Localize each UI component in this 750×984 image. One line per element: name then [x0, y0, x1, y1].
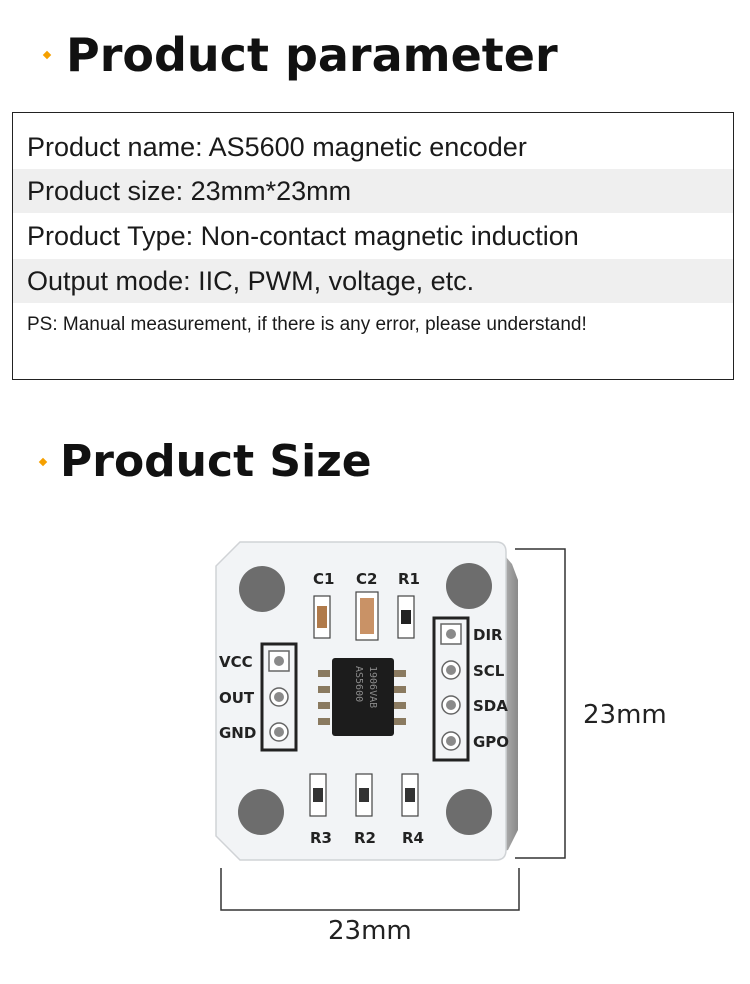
label-gpo: GPO: [473, 733, 509, 751]
label-out: OUT: [219, 689, 255, 707]
label-r2: R2: [354, 829, 376, 847]
label-sda: SDA: [473, 697, 508, 715]
parameter-row-name: Product name: AS5600 magnetic encoder: [27, 132, 527, 162]
right-header: [432, 616, 470, 762]
label-r4: R4: [402, 829, 424, 847]
mount-hole-top-left: [239, 566, 285, 612]
chip-label-1: AS5600: [353, 666, 364, 702]
parameter-heading: Product parameter: [42, 28, 558, 82]
label-c1: C1: [313, 570, 334, 588]
height-dimension-line: [515, 548, 566, 859]
as5600-chip: AS5600 1906VAB: [318, 658, 406, 736]
label-gnd: GND: [219, 724, 256, 742]
mount-hole-bottom-right: [446, 789, 492, 835]
label-r1: R1: [398, 570, 420, 588]
height-dimension-label: 23mm: [583, 700, 667, 730]
parameter-table: Product name: AS5600 magnetic encoder Pr…: [12, 112, 734, 380]
label-dir: DIR: [473, 626, 503, 644]
parameter-heading-text: Product parameter: [66, 28, 558, 82]
top-components: [313, 591, 415, 641]
label-r3: R3: [310, 829, 332, 847]
label-c2: C2: [356, 570, 377, 588]
mount-hole-top-right: [446, 563, 492, 609]
width-dimension-line: [220, 868, 520, 911]
chip-label-2: 1906VAB: [367, 666, 378, 708]
width-dimension-label: 23mm: [328, 916, 412, 946]
left-header: [260, 642, 298, 752]
board-illustration: AS5600 1906VAB C1 C2 R1 R3 R2 R4 VCC OUT…: [215, 541, 566, 911]
mount-hole-bottom-left: [238, 789, 284, 835]
bottom-components: [309, 773, 419, 817]
parameter-row-output: Output mode: IIC, PWM, voltage, etc.: [13, 259, 733, 303]
parameter-row-size: Product size: 23mm*23mm: [13, 169, 733, 213]
size-heading-text: Product Size: [60, 436, 372, 487]
bullet-diamond-icon: [42, 50, 52, 60]
dimension-lines: [220, 548, 566, 911]
parameter-row-type: Product Type: Non-contact magnetic induc…: [27, 221, 579, 251]
label-scl: SCL: [473, 662, 505, 680]
parameter-row-note: PS: Manual measurement, if there is any …: [27, 314, 587, 335]
size-heading: Product Size: [38, 436, 372, 487]
bullet-diamond-icon: [38, 457, 48, 466]
label-vcc: VCC: [219, 653, 253, 671]
